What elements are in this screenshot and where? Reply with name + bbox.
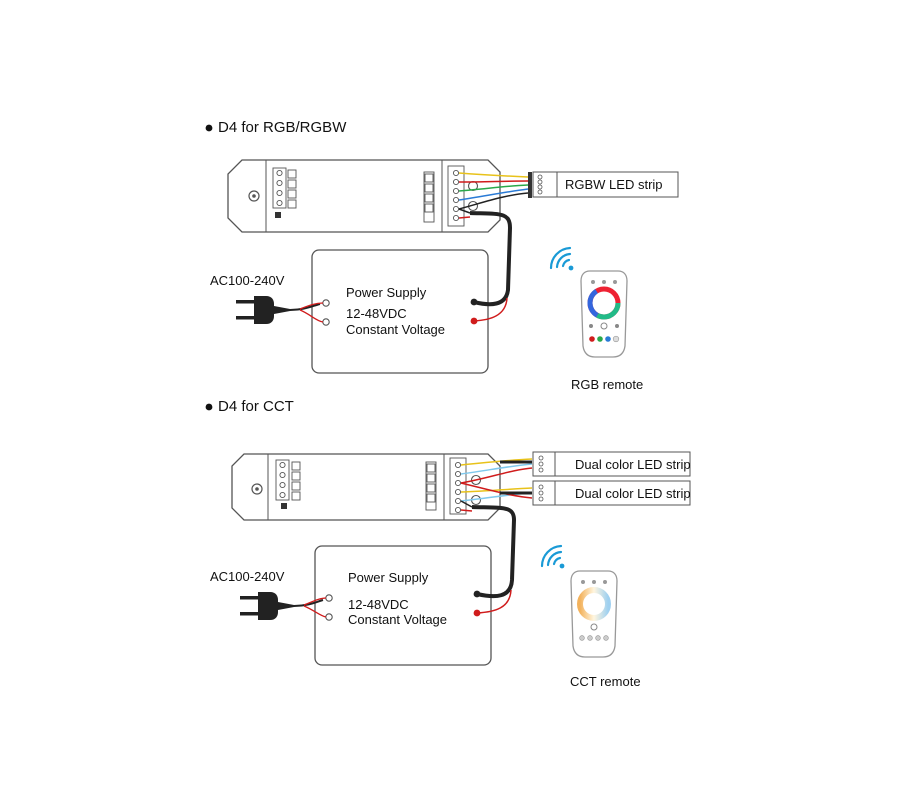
- dc-black-wire: [458, 208, 471, 214]
- mount-hole-icon: [251, 483, 263, 495]
- ac-wire: [303, 605, 327, 618]
- ac-plug-icon: [240, 592, 294, 620]
- controller-housing: [227, 159, 501, 233]
- dc-cable: [471, 505, 517, 599]
- psu-mode: Constant Voltage: [346, 322, 446, 337]
- psu-mode: Constant Voltage: [348, 612, 448, 627]
- wireless-signal-icon: [540, 544, 565, 569]
- section-rgbw: [205, 124, 679, 374]
- ac-terminal-icon: [325, 613, 333, 621]
- cct-remote-icon: [570, 570, 618, 658]
- mount-hole-icon: [255, 487, 259, 491]
- controller-housing: [231, 453, 501, 521]
- ac-wire: [299, 309, 324, 323]
- input-terminal-block: [275, 459, 301, 501]
- rgbw-led-strip: [528, 171, 679, 198]
- rgb-remote-icon: [580, 270, 628, 358]
- psu-voltage: 12-48VDC: [348, 597, 409, 612]
- section-heading: D4 for RGB/RGBW: [218, 119, 347, 136]
- strip-label: Dual color LED strip: [575, 486, 691, 501]
- ac-cable: [293, 599, 324, 607]
- ac-terminal-icon: [322, 318, 330, 326]
- power-supply-box: [314, 545, 492, 666]
- led-indicator: [281, 503, 287, 509]
- psu-title: Power Supply: [346, 285, 427, 300]
- power-supply-box: [311, 249, 489, 374]
- bullet-icon: [205, 403, 213, 411]
- dc-red-wire: [473, 297, 508, 322]
- ac-wire: [303, 597, 327, 606]
- ac-terminal-icon: [322, 299, 330, 307]
- bullet-icon: [205, 124, 213, 132]
- dual-led-strip-1: [532, 451, 691, 477]
- input-terminal-block: [272, 167, 297, 209]
- controller-rgbw: [227, 159, 501, 233]
- output-terminal-block: [425, 457, 467, 515]
- mount-hole-icon: [252, 194, 256, 198]
- cct-output-wires: [460, 458, 533, 502]
- dc-red-wire: [458, 216, 471, 219]
- led-indicator: [275, 212, 281, 218]
- mount-hole-icon: [248, 190, 260, 202]
- ac-plug-icon: [236, 296, 290, 324]
- strip-label: RGBW LED strip: [565, 177, 663, 192]
- ac-voltage-label: AC100-240V: [210, 569, 285, 584]
- mount-hole-icon: [470, 474, 482, 486]
- psu-voltage: 12-48VDC: [346, 306, 407, 321]
- ac-wire: [299, 302, 324, 310]
- section-heading: D4 for CCT: [218, 398, 294, 415]
- dual-led-strip-2: [532, 480, 691, 506]
- wireless-signal-icon: [549, 246, 574, 271]
- psu-title: Power Supply: [348, 570, 429, 585]
- output-terminal-block: [423, 165, 465, 227]
- remote-label: RGB remote: [571, 377, 644, 392]
- controller-cct: [231, 453, 501, 521]
- ac-cable: [289, 303, 321, 311]
- ac-voltage-label: AC100-240V: [210, 273, 285, 288]
- rgbw-output-wires: [458, 172, 529, 210]
- dc-cable: [469, 211, 513, 307]
- strip-label: Dual color LED strip: [575, 457, 691, 472]
- dc-red-wire: [476, 589, 512, 614]
- section-cct: [205, 403, 691, 666]
- remote-label: CCT remote: [570, 674, 641, 689]
- dc-black-wire: [460, 500, 473, 508]
- ac-terminal-icon: [325, 594, 333, 602]
- dc-red-wire: [460, 509, 473, 512]
